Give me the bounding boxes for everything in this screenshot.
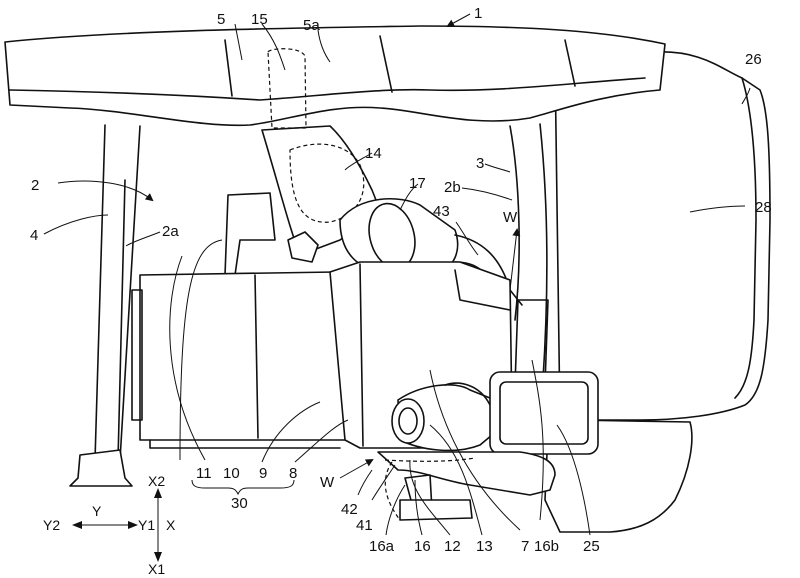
axis-x1: X1 xyxy=(148,561,165,577)
label-5a: 5a xyxy=(303,17,320,34)
label-4: 4 xyxy=(30,227,38,244)
label-16: 16 xyxy=(414,538,431,555)
connector-block xyxy=(287,231,319,263)
beam-5 xyxy=(4,25,666,127)
label-8: 8 xyxy=(289,465,297,482)
label-1: 1 xyxy=(474,5,482,22)
label-41: 41 xyxy=(356,517,373,534)
axis-indicator xyxy=(72,488,162,562)
axis-y2: Y2 xyxy=(43,517,60,533)
label-13: 13 xyxy=(476,538,493,555)
axis-y1: Y1 xyxy=(138,517,155,533)
axis-y: Y xyxy=(92,503,102,519)
bracket-30 xyxy=(191,479,295,496)
label-10: 10 xyxy=(223,465,240,482)
label-14: 14 xyxy=(365,145,382,162)
label-16b: 16b xyxy=(534,538,559,555)
label-25: 25 xyxy=(583,538,600,555)
label-2a: 2a xyxy=(162,223,179,240)
label-28: 28 xyxy=(755,199,772,216)
frame-leg-4 xyxy=(69,124,141,487)
label-12: 12 xyxy=(444,538,461,555)
label-30: 30 xyxy=(231,495,248,512)
engine-block-30 xyxy=(131,192,351,449)
leader-lines xyxy=(43,23,751,536)
turbo-13 xyxy=(391,382,499,452)
label-11: 11 xyxy=(196,465,212,482)
label-7: 7 xyxy=(521,538,529,555)
label-3: 3 xyxy=(476,155,484,172)
axis-x: X xyxy=(166,517,176,533)
box-25 xyxy=(489,371,599,455)
label-26: 26 xyxy=(745,51,762,68)
reference-numerals: 1 2 2a 2b 3 4 5 5a 7 8 9 10 11 12 13 14 … xyxy=(30,5,772,555)
label-43: 43 xyxy=(433,203,450,220)
label-w-bottom: W xyxy=(320,474,335,491)
label-16a: 16a xyxy=(369,538,395,555)
label-2b: 2b xyxy=(444,179,461,196)
label-w-top: W xyxy=(503,209,518,226)
label-42: 42 xyxy=(341,501,358,518)
label-2: 2 xyxy=(31,177,39,194)
label-9: 9 xyxy=(259,465,267,482)
label-5: 5 xyxy=(217,11,225,28)
axis-x2: X2 xyxy=(148,473,165,489)
housing-26-28 xyxy=(544,51,771,533)
label-15: 15 xyxy=(251,11,268,28)
axis-labels: X2 X1 X Y Y1 Y2 xyxy=(43,473,176,577)
label-17: 17 xyxy=(409,175,426,192)
